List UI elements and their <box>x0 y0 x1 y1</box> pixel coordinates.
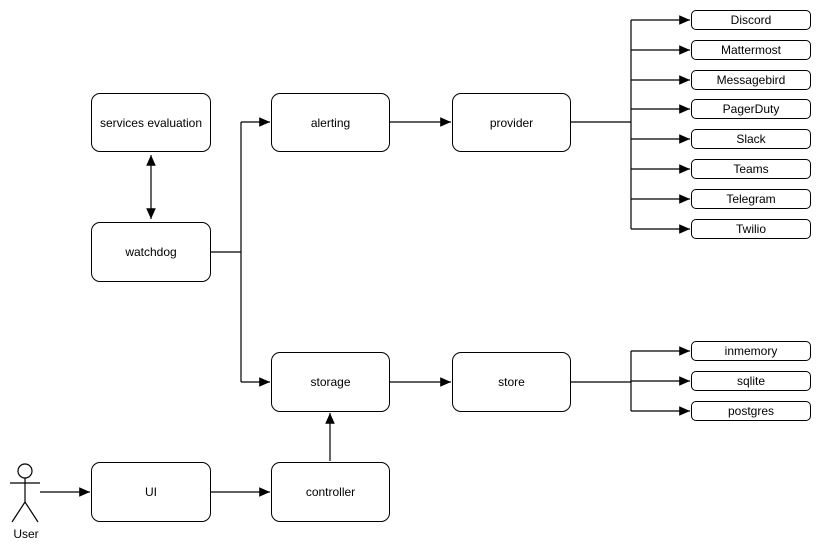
edge-provider-branch <box>571 20 632 229</box>
node-storage: storage <box>271 352 390 412</box>
node-services-evaluation: services evaluation <box>91 93 211 152</box>
user-actor-label: User <box>13 527 39 541</box>
node-telegram: Telegram <box>691 189 811 209</box>
node-discord: Discord <box>691 10 811 30</box>
node-sqlite: sqlite <box>691 371 811 391</box>
node-ui: UI <box>91 462 211 522</box>
node-slack: Slack <box>691 129 811 149</box>
node-postgres: postgres <box>691 401 811 421</box>
node-messagebird: Messagebird <box>691 70 811 90</box>
node-pagerduty: PagerDuty <box>691 99 811 119</box>
edge-watchdog-branch <box>211 122 242 382</box>
node-controller: controller <box>271 462 390 522</box>
node-teams: Teams <box>691 159 811 179</box>
node-mattermost: Mattermost <box>691 40 811 60</box>
node-inmemory: inmemory <box>691 341 811 361</box>
node-watchdog: watchdog <box>91 222 211 282</box>
user-actor-icon <box>10 463 40 523</box>
node-alerting: alerting <box>271 93 390 152</box>
node-provider: provider <box>452 93 571 152</box>
node-store: store <box>452 352 571 412</box>
edge-store-branch <box>571 351 632 411</box>
node-twilio: Twilio <box>691 219 811 239</box>
